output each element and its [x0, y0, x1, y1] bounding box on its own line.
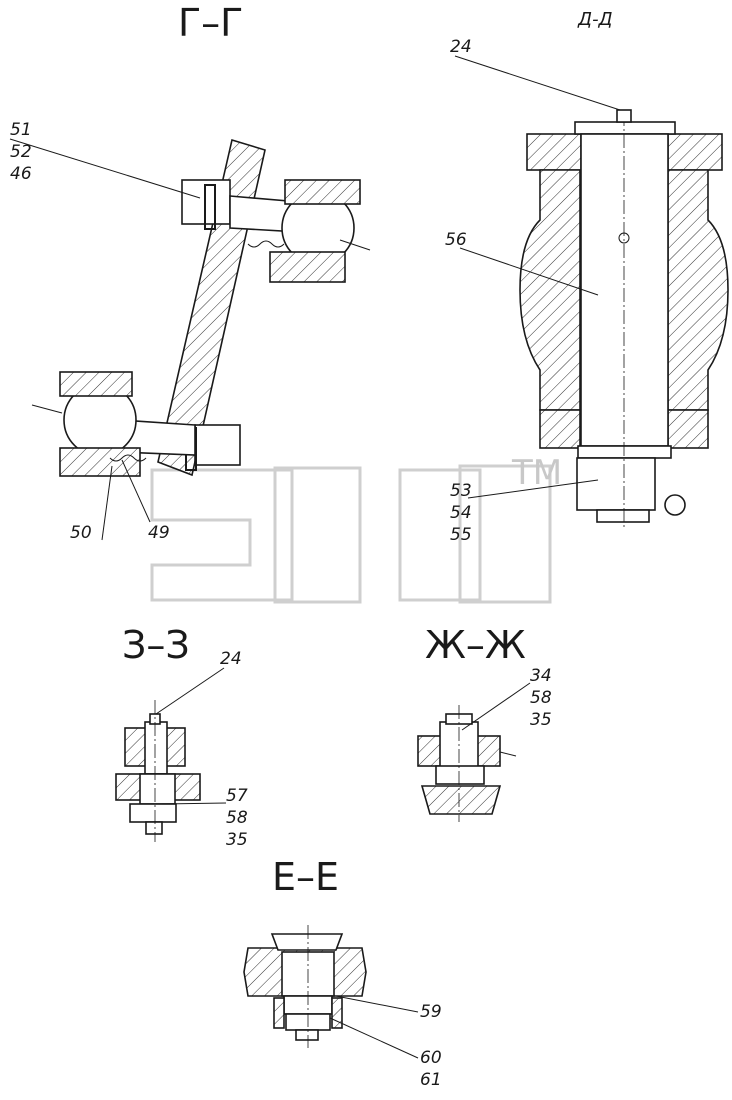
- callout-57: 57: [226, 786, 248, 806]
- gg-upper-housing-bottom: [269, 251, 346, 283]
- dd-body-right: [667, 169, 729, 411]
- zz-pin-middle: [139, 773, 176, 805]
- callout-50: 50: [70, 523, 92, 543]
- view-zz: З–З 24 57 58 35: [115, 623, 248, 850]
- dd-top-flange-right: [667, 133, 723, 171]
- zhzh-pin-neck: [435, 765, 485, 785]
- view-dd: Д-Д 24 56 53 54 55: [445, 9, 729, 545]
- callout-55: 55: [450, 525, 472, 545]
- zhzh-base: [420, 785, 502, 815]
- callout-dd-24: 24: [450, 37, 472, 57]
- callout-59: 59: [420, 1002, 442, 1022]
- dd-pin-tip: [596, 509, 650, 523]
- view-zz-title: З–З: [122, 623, 190, 667]
- callout-56: 56: [445, 230, 467, 250]
- gg-upper-washer: [204, 184, 216, 230]
- zz-pin-lower: [129, 803, 177, 823]
- view-ee-title: Е–Е: [272, 855, 339, 899]
- callout-35-zhzh: 35: [530, 710, 552, 730]
- dd-pin-collar: [577, 445, 672, 459]
- dd-body-left: [519, 169, 581, 411]
- callout-60: 60: [420, 1048, 442, 1068]
- view-gg-title: Г–Г: [178, 1, 243, 45]
- dd-pin-cap: [574, 121, 676, 135]
- dd-grease-fitting: [616, 109, 632, 123]
- ee-washer-right: [331, 997, 343, 1029]
- callout-54: 54: [450, 503, 472, 523]
- callout-61: 61: [420, 1070, 442, 1090]
- callout-58-zhzh: 58: [530, 688, 552, 708]
- dd-bottom-flange-right: [667, 409, 709, 449]
- gg-upper-housing-top: [284, 179, 361, 205]
- callout-zz-24: 24: [220, 649, 242, 669]
- gg-lower-housing-top: [59, 371, 133, 397]
- callout-52: 52: [10, 142, 32, 162]
- view-gg: Г–Г 51 52 46 50 49: [9, 1, 371, 543]
- view-dd-title: Д-Д: [577, 9, 613, 30]
- watermark-tm: TM: [511, 453, 562, 493]
- callout-58-zz: 58: [226, 808, 248, 828]
- callout-53: 53: [450, 481, 472, 501]
- dd-cotter: [664, 494, 686, 516]
- callout-51: 51: [10, 120, 32, 140]
- dd-top-flange-left: [526, 133, 582, 171]
- view-ee: Е–Е 59 60 61: [243, 855, 442, 1090]
- zz-pin-top: [144, 721, 168, 775]
- ee-pin-tip: [295, 1029, 319, 1041]
- zz-pin-tip: [145, 821, 163, 835]
- view-zhzh-title: Ж–Ж: [425, 623, 526, 667]
- callout-34: 34: [530, 666, 552, 686]
- ee-washer-left: [273, 997, 285, 1029]
- gg-lower-pin-head: [194, 424, 241, 466]
- gg-lower-housing-bottom: [59, 447, 141, 477]
- view-zhzh: Ж–Ж 34 58 35: [417, 623, 552, 822]
- callout-46: 46: [10, 164, 32, 184]
- dd-bottom-flange-left: [539, 409, 581, 449]
- callout-35-zz: 35: [226, 830, 248, 850]
- ee-cap: [270, 933, 344, 951]
- dd-pin-lower: [576, 457, 656, 511]
- watermark-logo: TM: [150, 453, 562, 604]
- dd-pin-56: [580, 133, 669, 447]
- callout-49: 49: [148, 523, 170, 543]
